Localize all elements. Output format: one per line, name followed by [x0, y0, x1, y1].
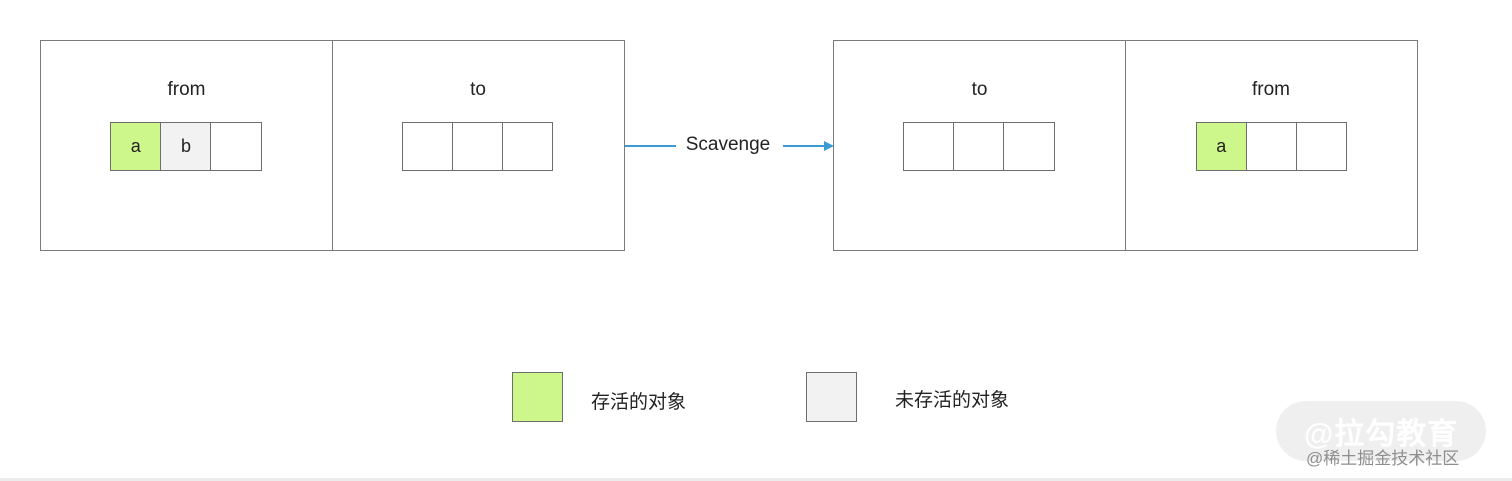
legend-dead-label: 未存活的对象	[895, 390, 1010, 411]
watermark-brand: @拉勾教育	[1304, 418, 1459, 451]
watermark-site: @稀土掘金技术社区	[1306, 449, 1460, 468]
before-from-space: from a b	[40, 40, 333, 251]
bottom-divider	[0, 478, 1512, 481]
arrow-head-icon	[824, 141, 834, 151]
object-cell	[903, 122, 955, 171]
object-cell	[1245, 122, 1298, 171]
object-cell: a	[110, 122, 162, 171]
object-cell	[501, 122, 554, 171]
after-from-title: from	[1252, 79, 1290, 100]
scavenge-label: Scavenge	[676, 134, 780, 156]
legend-alive-swatch	[512, 372, 563, 422]
legend-alive-label: 存活的对象	[591, 392, 687, 413]
after-from-space: from a	[1124, 40, 1418, 251]
before-to-cells	[401, 122, 554, 171]
object-cell	[210, 122, 262, 171]
object-cell: b	[160, 122, 212, 171]
object-cell	[953, 122, 1005, 171]
scavenge-arrow	[625, 141, 834, 151]
legend-dead-swatch	[806, 372, 857, 422]
watermark-badge	[1276, 401, 1486, 461]
after-to-title: to	[971, 79, 988, 100]
after-to-space: to	[833, 40, 1126, 251]
before-to-space: to	[331, 40, 625, 251]
after-to-cells	[903, 122, 1055, 171]
object-cell: a	[1195, 122, 1247, 171]
object-cell	[451, 122, 504, 171]
after-from-cells: a	[1195, 122, 1348, 171]
object-cell	[1003, 122, 1055, 171]
object-cell	[401, 122, 453, 171]
object-cell	[1295, 122, 1348, 171]
before-to-title: to	[470, 79, 486, 100]
before-from-cells: a b	[110, 122, 262, 171]
before-from-title: from	[167, 79, 206, 100]
